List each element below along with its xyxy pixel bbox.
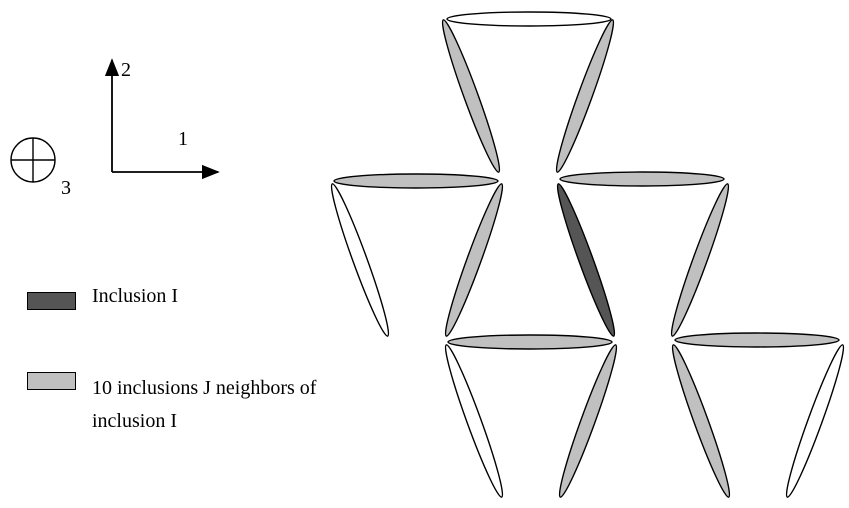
legend-label-neighbors-j: 10 inclusions J neighbors of <box>92 377 317 399</box>
inclusion-j <box>333 173 499 189</box>
axis-3-label: 3 <box>61 177 71 199</box>
inclusion-other <box>330 183 390 337</box>
inclusion-i <box>556 183 616 337</box>
inclusion-j <box>555 19 615 173</box>
inclusion-j <box>559 171 725 187</box>
inclusion-j <box>441 19 501 173</box>
inclusion-other <box>444 344 504 498</box>
inclusion-other <box>446 11 612 27</box>
inclusion-j <box>670 183 730 337</box>
inclusions <box>330 11 845 498</box>
legend-label-inclusion-i: Inclusion I <box>92 285 179 307</box>
coordinate-axes <box>10 58 220 183</box>
axis-2-label: 2 <box>121 59 131 81</box>
inclusion-j <box>558 344 618 498</box>
axis-3-out-of-plane-icon <box>10 137 56 183</box>
inclusion-other <box>785 344 845 498</box>
inclusion-j <box>444 183 504 337</box>
legend-label-neighbors-j-line2: inclusion I <box>92 410 177 432</box>
inclusion-j <box>674 332 840 348</box>
inclusion-j <box>447 334 613 350</box>
legend-swatch-inclusion-i <box>27 292 76 310</box>
axis-1-label: 1 <box>178 128 188 150</box>
legend-swatch-neighbors-j <box>27 372 76 390</box>
inclusion-j <box>671 344 731 498</box>
